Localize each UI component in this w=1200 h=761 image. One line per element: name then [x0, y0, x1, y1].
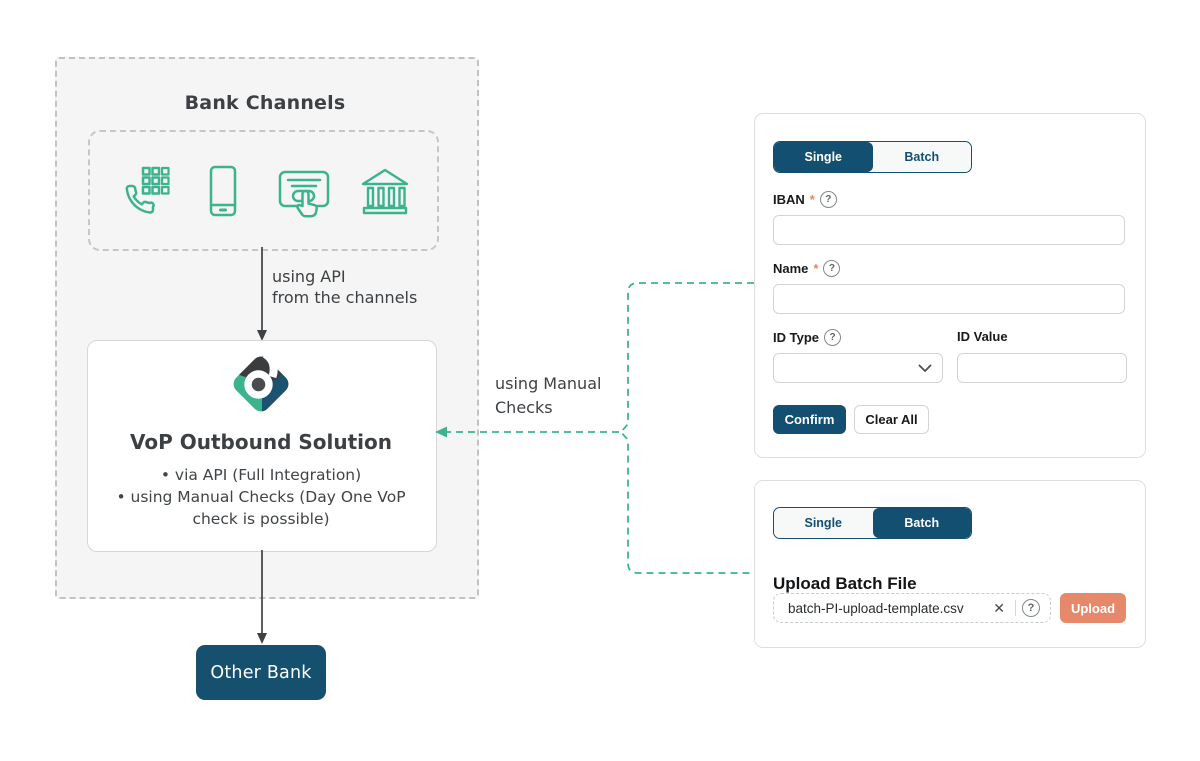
id-type-label: ID Type ?	[773, 329, 841, 346]
manual-checks-label: using Manual Checks	[495, 374, 602, 417]
id-value-label: ID Value	[957, 329, 1008, 344]
required-asterisk: *	[813, 261, 819, 276]
bank-building-icon	[356, 162, 414, 220]
name-input[interactable]	[773, 284, 1125, 314]
file-name: batch-PI-upload-template.csv	[788, 600, 964, 616]
batch-upload-panel: Single Batch Upload Batch File batch-PI-…	[754, 480, 1146, 648]
close-icon[interactable]: ✕	[993, 599, 1005, 616]
vop-bullet-list: via API (Full Integration) using Manual …	[95, 464, 427, 530]
bank-channels-title: Bank Channels	[184, 92, 346, 114]
id-value-input[interactable]	[957, 353, 1127, 383]
card-tap-icon	[275, 162, 333, 220]
upload-button[interactable]: Upload	[1060, 593, 1126, 623]
required-asterisk: *	[809, 192, 815, 207]
mobile-phone-icon	[194, 162, 252, 220]
file-help-icon[interactable]: ?	[1022, 599, 1040, 617]
vop-title: VoP Outbound Solution	[130, 430, 392, 454]
upload-batch-file-heading: Upload Batch File	[773, 574, 917, 593]
api-arrow-label: using API from the channels	[272, 267, 418, 307]
single-check-panel: Single Batch IBAN * ? Name * ? ID Type ?…	[754, 113, 1146, 458]
iban-input[interactable]	[773, 215, 1125, 245]
brite-diamond-logo-icon	[229, 350, 293, 416]
tab-single[interactable]: Single	[774, 142, 873, 172]
tab-group: Single Batch	[773, 141, 972, 173]
channels-icons-box	[88, 130, 439, 251]
iban-help-icon[interactable]: ?	[819, 191, 837, 208]
other-bank-node: Other Bank	[196, 645, 326, 700]
name-label: Name * ?	[773, 260, 841, 277]
file-chip[interactable]: batch-PI-upload-template.csv ✕ ?	[773, 593, 1051, 623]
phone-keypad-icon	[113, 162, 171, 220]
iban-label: IBAN * ?	[773, 191, 837, 208]
clear-all-button[interactable]: Clear All	[854, 405, 929, 434]
id-type-select[interactable]	[773, 353, 943, 383]
chip-divider	[1015, 600, 1016, 616]
tab-single[interactable]: Single	[774, 508, 873, 538]
confirm-button[interactable]: Confirm	[773, 405, 846, 434]
tab-group: Single Batch	[773, 507, 972, 539]
tab-batch[interactable]: Batch	[872, 142, 971, 172]
manual-checks-connector	[435, 282, 754, 574]
vop-bullet: via API (Full Integration)	[95, 464, 427, 486]
chevron-down-icon	[918, 364, 932, 372]
id-type-help-icon[interactable]: ?	[824, 329, 841, 346]
tab-batch[interactable]: Batch	[872, 508, 971, 538]
name-help-icon[interactable]: ?	[823, 260, 841, 277]
vop-bullet: using Manual Checks (Day One VoP check i…	[95, 486, 427, 530]
